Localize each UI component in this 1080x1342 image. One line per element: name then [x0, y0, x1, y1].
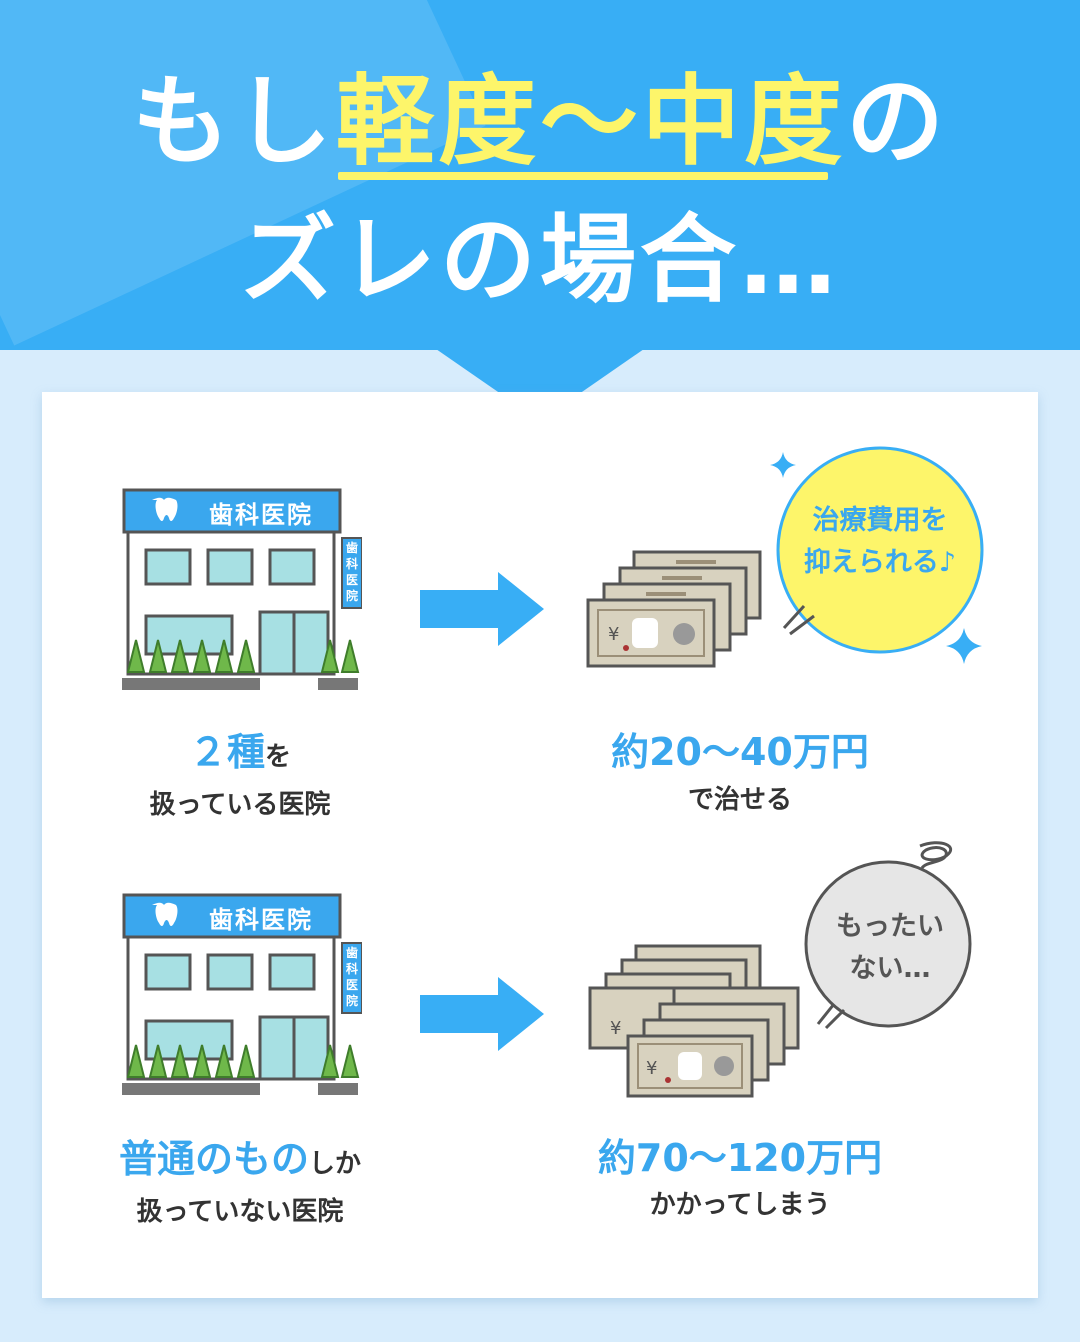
yen-symbol: ¥	[608, 624, 619, 645]
arrow-right-icon	[420, 572, 544, 646]
title-line-1: もし軽度〜中度の	[131, 65, 949, 179]
clinic-side-sign: 歯科医院	[345, 541, 358, 603]
arrow-right-icon	[420, 977, 544, 1051]
title-highlight: 軽度〜中度	[335, 65, 846, 179]
clinic-caption-2: 普通のものしか 扱っていない医院	[118, 1137, 362, 1227]
money-stack-icon: ¥	[586, 550, 762, 668]
clinic-sign-text: 歯科医院	[209, 906, 313, 934]
sparkle-icon	[770, 452, 796, 478]
bubble-text-save: 治療費用を抑えられる♪	[803, 505, 957, 578]
clinic-sign-text: 歯科医院	[209, 501, 313, 529]
title-line-2: ズレの場合…	[240, 204, 840, 316]
yen-symbol: ¥	[646, 1058, 657, 1079]
sparkle-icon	[946, 628, 982, 664]
cost-caption-2: 約70〜120万円 かかってしまう	[597, 1136, 883, 1220]
clinic-illustration	[118, 893, 363, 1099]
clinic-side-sign: 歯科医院	[345, 946, 358, 1008]
yen-symbol: ¥	[610, 1018, 621, 1039]
clinic-caption-1: ２種を 扱っている医院	[149, 730, 331, 820]
bubble-text-waste: もったいない…	[836, 911, 944, 984]
cost-caption-1: 約20〜40万円 で治せる	[611, 730, 869, 815]
money-stack-large-icon: ¥ ¥	[588, 944, 800, 1098]
speech-bubble-gray	[804, 841, 972, 1030]
clinic-illustration	[118, 488, 363, 694]
swirl-icon	[919, 841, 953, 870]
title-underline	[338, 172, 828, 180]
header-notch	[436, 349, 644, 421]
speech-bubble-yellow	[776, 446, 984, 654]
